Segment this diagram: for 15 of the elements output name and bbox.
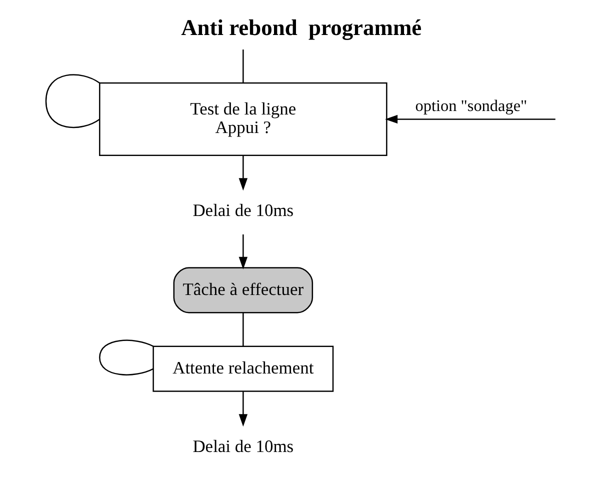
node-box: Attente relachement [152,346,334,392]
connector [44,74,100,128]
edge-label: option "sondage" [414,96,527,115]
node-box: Test de la ligne Appui ? [98,82,387,156]
arrow [384,114,555,124]
connector [98,340,154,376]
node-box: Tâche à effectuer [172,267,313,314]
arrow [238,392,248,427]
diagram-title: Anti rebond programmé [180,14,422,40]
connector [242,313,244,346]
node-text: Delai de 10ms [192,200,294,220]
connector [242,50,244,83]
arrow [238,234,248,270]
arrow [238,155,248,191]
node-text: Delai de 10ms [192,436,294,456]
